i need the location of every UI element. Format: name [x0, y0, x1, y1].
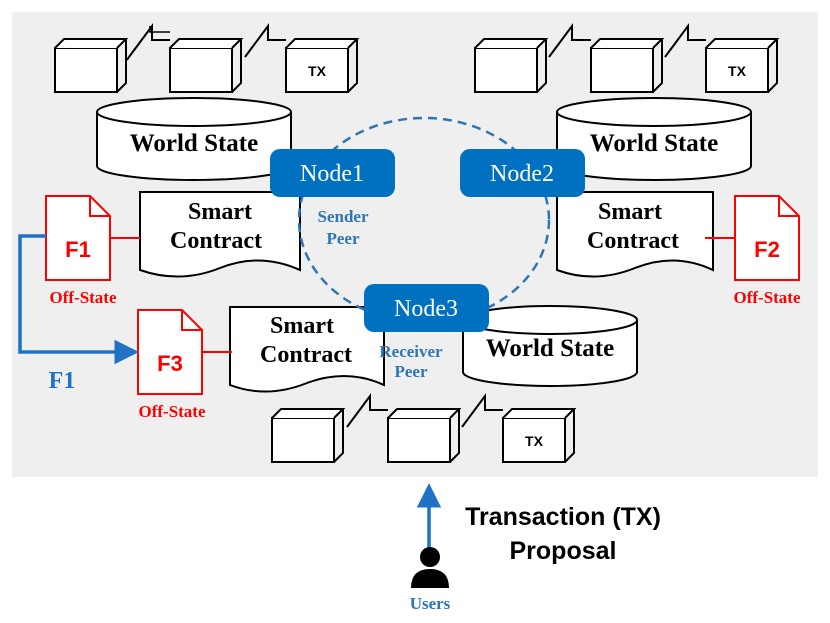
block-1 [54, 38, 129, 93]
block-2 [590, 38, 665, 93]
smart-contract-bottom: Smart Contract [229, 306, 385, 393]
tx-label-top-right: TX [728, 63, 747, 79]
tx-label-bottom: TX [525, 433, 544, 449]
world-state-right [556, 97, 752, 181]
smart-contract-bottom-line2: Contract [260, 342, 352, 368]
file-f2-label: F2 [754, 237, 780, 262]
file-f1: F1 [45, 195, 111, 281]
smart-contract-right-line1: Smart [598, 199, 662, 225]
smart-contract-left: Smart Contract [139, 191, 301, 278]
smart-contract-left-line2: Contract [170, 228, 262, 254]
file-f3-label: F3 [157, 351, 183, 376]
world-state-bottom [462, 305, 638, 387]
world-state-left [96, 97, 292, 181]
node3-badge: Node3 [364, 284, 489, 332]
blockchain-top-right [474, 22, 780, 93]
block-2 [169, 38, 244, 93]
world-state-bottom-label: World State [486, 335, 614, 362]
sender-peer-line1: Sender [318, 207, 369, 226]
tx-label-top-left: TX [308, 63, 327, 79]
block-2 [387, 408, 462, 463]
receiver-peer-line2: Peer [394, 362, 427, 381]
file-f1-off-state: Off-State [49, 288, 116, 307]
smart-contract-right: Smart Contract [556, 191, 714, 278]
proposal-line1: Transaction (TX) [465, 503, 661, 531]
block-1 [271, 408, 346, 463]
node1-badge: Node1 [270, 149, 395, 197]
smart-contract-left-line1: Smart [188, 199, 252, 225]
blockchain-bottom [271, 392, 577, 463]
world-state-left-label: World State [130, 130, 258, 157]
blockchain-top-left [54, 22, 360, 93]
node2-badge: Node2 [460, 149, 585, 197]
file-f3: F3 [137, 309, 203, 395]
sender-peer-line2: Peer [326, 229, 359, 248]
users-label: Users [410, 594, 451, 613]
f1-transfer-arrow [18, 234, 139, 365]
file-f2-off-state: Off-State [733, 288, 800, 307]
file-f1-label: F1 [65, 237, 91, 262]
world-state-right-label: World State [590, 130, 718, 157]
node1-label: Node1 [300, 161, 364, 187]
node3-label: Node3 [394, 296, 458, 322]
f1-transfer-label: F1 [49, 368, 76, 394]
smart-contract-bottom-line1: Smart [270, 313, 334, 339]
node2-label: Node2 [490, 161, 554, 187]
file-f3-off-state: Off-State [138, 402, 205, 421]
block-3 [705, 38, 780, 93]
smart-contract-right-line2: Contract [587, 228, 679, 254]
receiver-peer-line1: Receiver [379, 342, 443, 361]
file-f2: F2 [734, 195, 800, 281]
block-1 [474, 38, 549, 93]
block-3 [285, 38, 360, 93]
block-links-top-left [149, 26, 170, 33]
block-3 [502, 408, 577, 463]
proposal-line2: Proposal [510, 537, 617, 565]
peer-ring [297, 116, 551, 324]
user-icon [411, 547, 449, 588]
